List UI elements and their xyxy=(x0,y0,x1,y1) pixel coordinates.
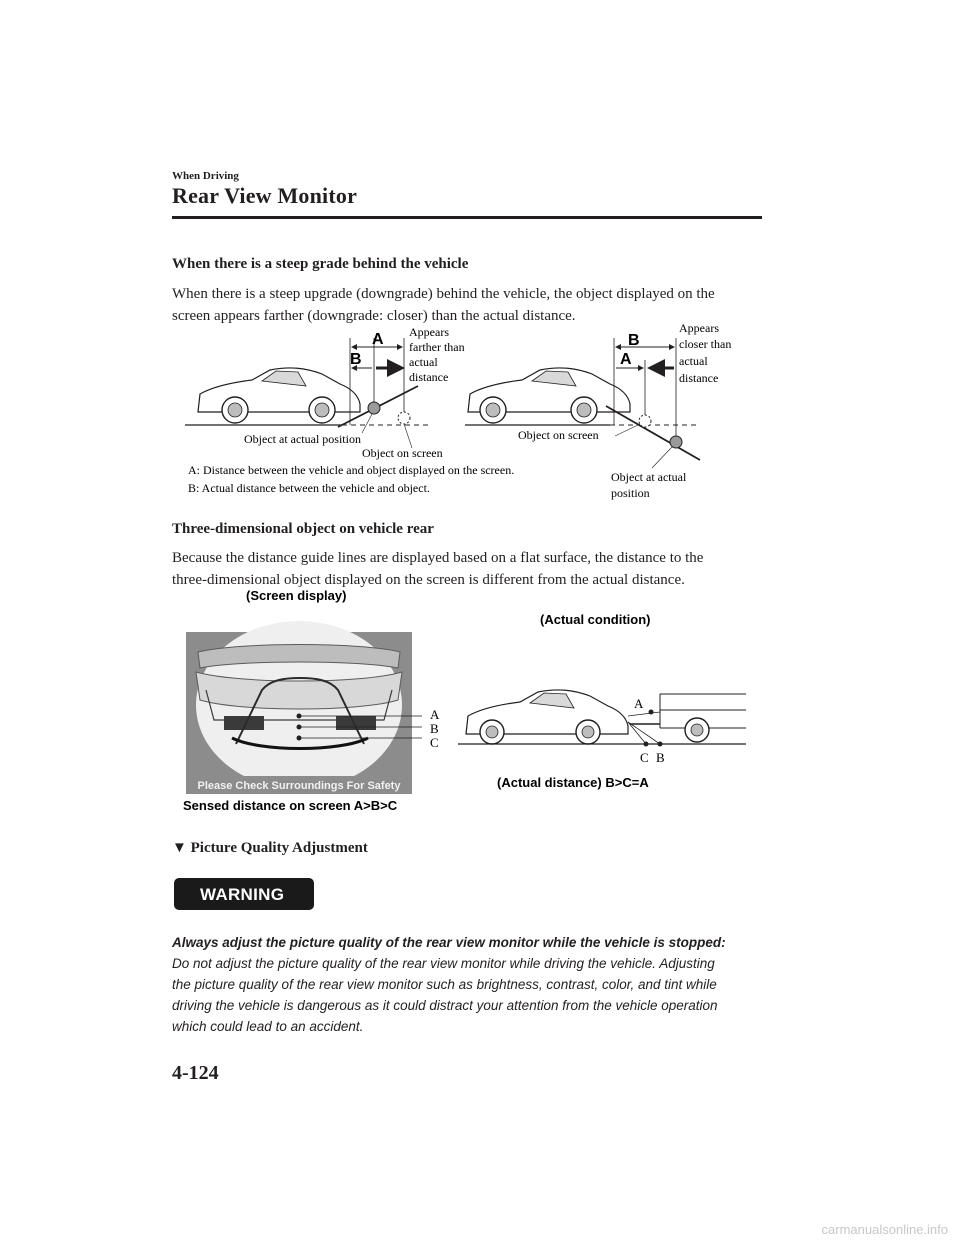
steep-grade-heading: When there is a steep grade behind the v… xyxy=(172,256,469,272)
appears-closer-4: distance xyxy=(679,371,718,385)
three-d-body-1: Because the distance guide lines are dis… xyxy=(172,550,704,566)
appears-farther-3: actual xyxy=(409,355,438,369)
object-screen-marker-left xyxy=(397,411,411,425)
title-rule xyxy=(172,216,762,219)
warning-line-1: Do not adjust the picture quality of the… xyxy=(172,956,715,971)
steep-grade-body-1: When there is a steep upgrade (downgrade… xyxy=(172,286,715,302)
appears-closer-2: closer than xyxy=(679,337,731,351)
three-d-body-2: three-dimensional object displayed on th… xyxy=(172,572,685,588)
actual-label-b: B xyxy=(656,750,665,765)
object-actual-marker-right xyxy=(669,435,683,449)
actual-distance-caption: (Actual distance) B>C=A xyxy=(497,775,649,790)
label-a-left: A xyxy=(372,331,384,348)
object-actual-label-left: Object at actual position xyxy=(244,432,361,446)
car-illustration-left xyxy=(197,367,361,424)
object-actual-marker-left xyxy=(367,401,381,415)
car-illustration-right xyxy=(467,367,631,424)
appears-farther-4: distance xyxy=(409,370,448,384)
legend-b: B: Actual distance between the vehicle a… xyxy=(188,481,430,495)
label-a-right: A xyxy=(620,351,632,368)
warning-badge xyxy=(174,878,314,910)
steep-grade-body-2: screen appears farther (downgrade: close… xyxy=(172,308,576,324)
screen-label-c: C xyxy=(430,735,439,750)
warning-badge-label: WARNING xyxy=(200,885,285,904)
object-actual-label-right-1: Object at actual xyxy=(611,470,687,484)
actual-condition-caption: (Actual condition) xyxy=(540,612,651,627)
picture-quality-title: Picture Quality Adjustment xyxy=(190,840,368,856)
collapse-triangle-icon: ▼ xyxy=(172,840,187,856)
screen-label-b: B xyxy=(430,721,439,736)
screen-label-a: A xyxy=(430,707,440,722)
picture-quality-heading: ▼ Picture Quality Adjustment xyxy=(172,840,368,857)
object-screen-label-left: Object on screen xyxy=(362,446,443,460)
monitor-screen-image: Please Check Surroundings For Safety xyxy=(186,621,412,794)
page-title: Rear View Monitor xyxy=(172,183,358,208)
footer-watermark[interactable]: carmanualsonline.info xyxy=(821,1222,948,1237)
screen-safety-message: Please Check Surroundings For Safety xyxy=(198,780,402,792)
object-screen-label-right: Object on screen xyxy=(518,428,599,442)
warning-bold-line: Always adjust the picture quality of the… xyxy=(172,935,726,950)
screen-display-caption: (Screen display) xyxy=(246,588,346,603)
warning-line-4: which could lead to an accident. xyxy=(172,1019,364,1034)
section-label: When Driving xyxy=(172,170,239,182)
label-b-left: B xyxy=(350,351,362,368)
three-d-heading: Three-dimensional object on vehicle rear xyxy=(172,521,434,537)
page-number: 4-124 xyxy=(172,1062,219,1084)
sensed-distance-caption: Sensed distance on screen A>B>C xyxy=(183,798,398,813)
label-b-right: B xyxy=(628,332,640,349)
actual-label-c: C xyxy=(640,750,649,765)
appears-closer-1: Appears xyxy=(679,321,719,335)
object-screen-marker-right xyxy=(638,414,652,428)
appears-closer-3: actual xyxy=(679,354,708,368)
appears-farther-2: farther than xyxy=(409,340,465,354)
car-with-trailer-illustration xyxy=(465,689,746,745)
actual-label-a: A xyxy=(634,696,644,711)
appears-farther-1: Appears xyxy=(409,325,449,339)
object-actual-label-right-2: position xyxy=(611,486,650,500)
legend-a: A: Distance between the vehicle and obje… xyxy=(188,463,514,477)
warning-line-3: driving the vehicle is dangerous as it c… xyxy=(172,998,718,1013)
warning-line-2: the picture quality of the rear view mon… xyxy=(172,977,717,992)
